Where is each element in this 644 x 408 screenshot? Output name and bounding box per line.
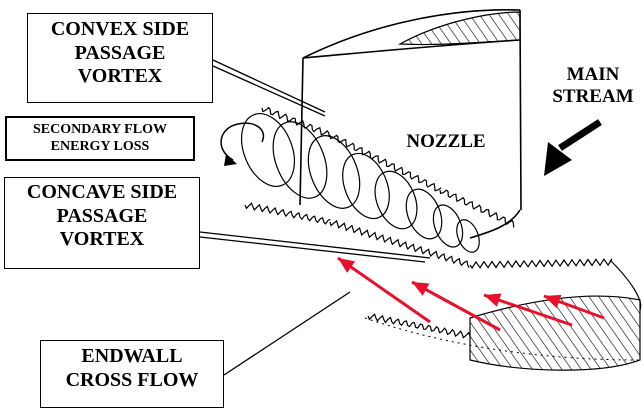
- convex-label-line-2: PASSAGE: [28, 42, 212, 66]
- main-stream-line-2: STREAM: [545, 86, 641, 108]
- secondary-flow-loss-label: SECONDARY FLOW ENERGY LOSS: [5, 116, 195, 161]
- endwall-hatched-region: [470, 296, 640, 370]
- main-stream-arrow: [544, 122, 600, 176]
- vortex-coil: [232, 106, 305, 194]
- vortex-coil: [428, 201, 469, 252]
- convex-label-line-3: VORTEX: [28, 65, 212, 89]
- main-stream-line-1: MAIN: [545, 64, 641, 86]
- secondary-label-line-1: SECONDARY FLOW: [7, 122, 193, 139]
- concave-side-vortex-label: CONCAVE SIDE PASSAGE VORTEX: [4, 177, 200, 269]
- nozzle-label-text: NOZZLE: [396, 131, 496, 153]
- crossflow-arrow-shaft: [338, 258, 430, 322]
- endwall-label-line-2: CROSS FLOW: [41, 369, 223, 393]
- endwall-label-line-1: ENDWALL: [41, 345, 223, 369]
- convex-side-vortex-label: CONVEX SIDE PASSAGE VORTEX: [27, 13, 213, 103]
- concave-label-line-1: CONCAVE SIDE: [5, 181, 199, 205]
- nozzle-top-section: [400, 12, 520, 45]
- vortex-coil: [334, 147, 398, 226]
- crossflow-arrowhead: [484, 294, 501, 307]
- main-stream-label: MAIN STREAM: [545, 64, 641, 109]
- passage-vortex-coils: [232, 106, 484, 256]
- secondary-label-line-2: ENERGY LOSS: [7, 139, 193, 156]
- concave-label-line-3: VORTEX: [5, 228, 199, 252]
- concave-label-line-2: PASSAGE: [5, 205, 199, 229]
- crossflow-arrowhead: [338, 258, 355, 273]
- convex-label-line-1: CONVEX SIDE: [28, 18, 212, 42]
- vortex-coil: [298, 128, 369, 216]
- swirl-arrowhead: [224, 154, 237, 166]
- endwall-cross-flow-label: ENDWALL CROSS FLOW: [40, 340, 224, 408]
- vortex-coil: [367, 165, 425, 235]
- vortex-coil: [452, 216, 483, 255]
- nozzle-label: NOZZLE: [396, 131, 496, 153]
